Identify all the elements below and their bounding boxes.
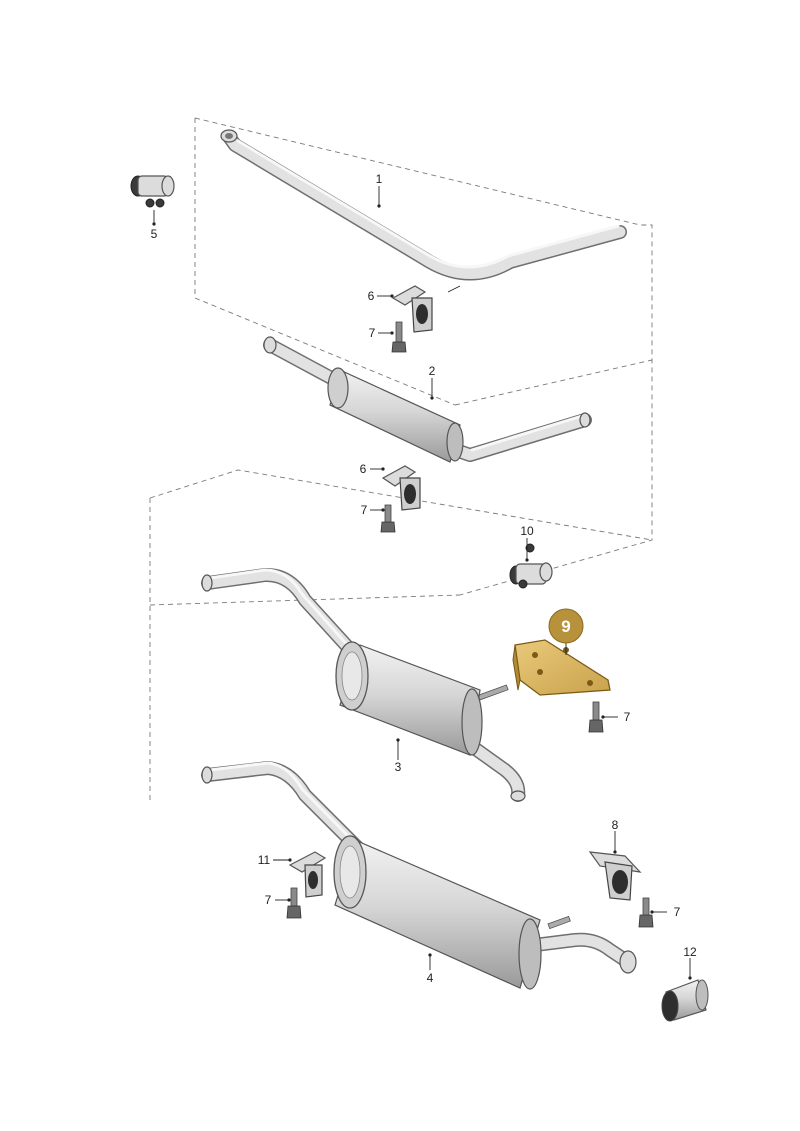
hanger-6-lower (381, 465, 421, 511)
tailpipe-trim-12 (661, 979, 709, 1022)
bolt-7-fourth (286, 887, 302, 919)
clamp-10 (509, 543, 553, 589)
callout-11: 11 (258, 853, 271, 867)
callout-1: 1 (376, 172, 383, 186)
bolt-7-second (380, 504, 396, 533)
callout-7-second: 7 (361, 503, 368, 517)
callout-6-upper: 6 (368, 289, 375, 303)
leader-lines (153, 186, 691, 978)
callout-5: 5 (151, 227, 158, 241)
rear-silencer-3 (201, 568, 526, 802)
callout-8: 8 (612, 818, 619, 832)
hanger-6-upper (391, 285, 433, 333)
callout-7-fourth: 7 (265, 893, 272, 907)
callout-3: 3 (395, 760, 402, 774)
leader-dots (152, 204, 692, 980)
callout-4: 4 (427, 971, 434, 985)
callout-10: 10 (520, 524, 534, 538)
callout-9: 9 (561, 617, 570, 636)
callout-7-third: 7 (624, 710, 631, 724)
clamp-5 (130, 175, 175, 208)
callout-9-badge[interactable] (548, 608, 584, 644)
callout-12: 12 (683, 945, 697, 959)
front-pipe (220, 129, 627, 293)
rear-silencer-4 (201, 761, 637, 990)
bracket-9-highlighted (512, 639, 611, 696)
centre-silencer (263, 336, 592, 463)
callout-7-fifth: 7 (674, 905, 681, 919)
bolt-7-third (588, 701, 604, 733)
callout-6-lower: 6 (360, 462, 367, 476)
hanger-8 (588, 851, 642, 901)
bolt-7-fifth (638, 897, 654, 928)
callout-7-upper: 7 (369, 326, 376, 340)
callout-2: 2 (429, 364, 436, 378)
hanger-11 (288, 851, 327, 898)
bolt-7-upper (391, 321, 407, 353)
callout-labels: 1 2 3 4 5 6 6 7 7 7 7 7 8 9 10 11 12 (151, 172, 697, 985)
